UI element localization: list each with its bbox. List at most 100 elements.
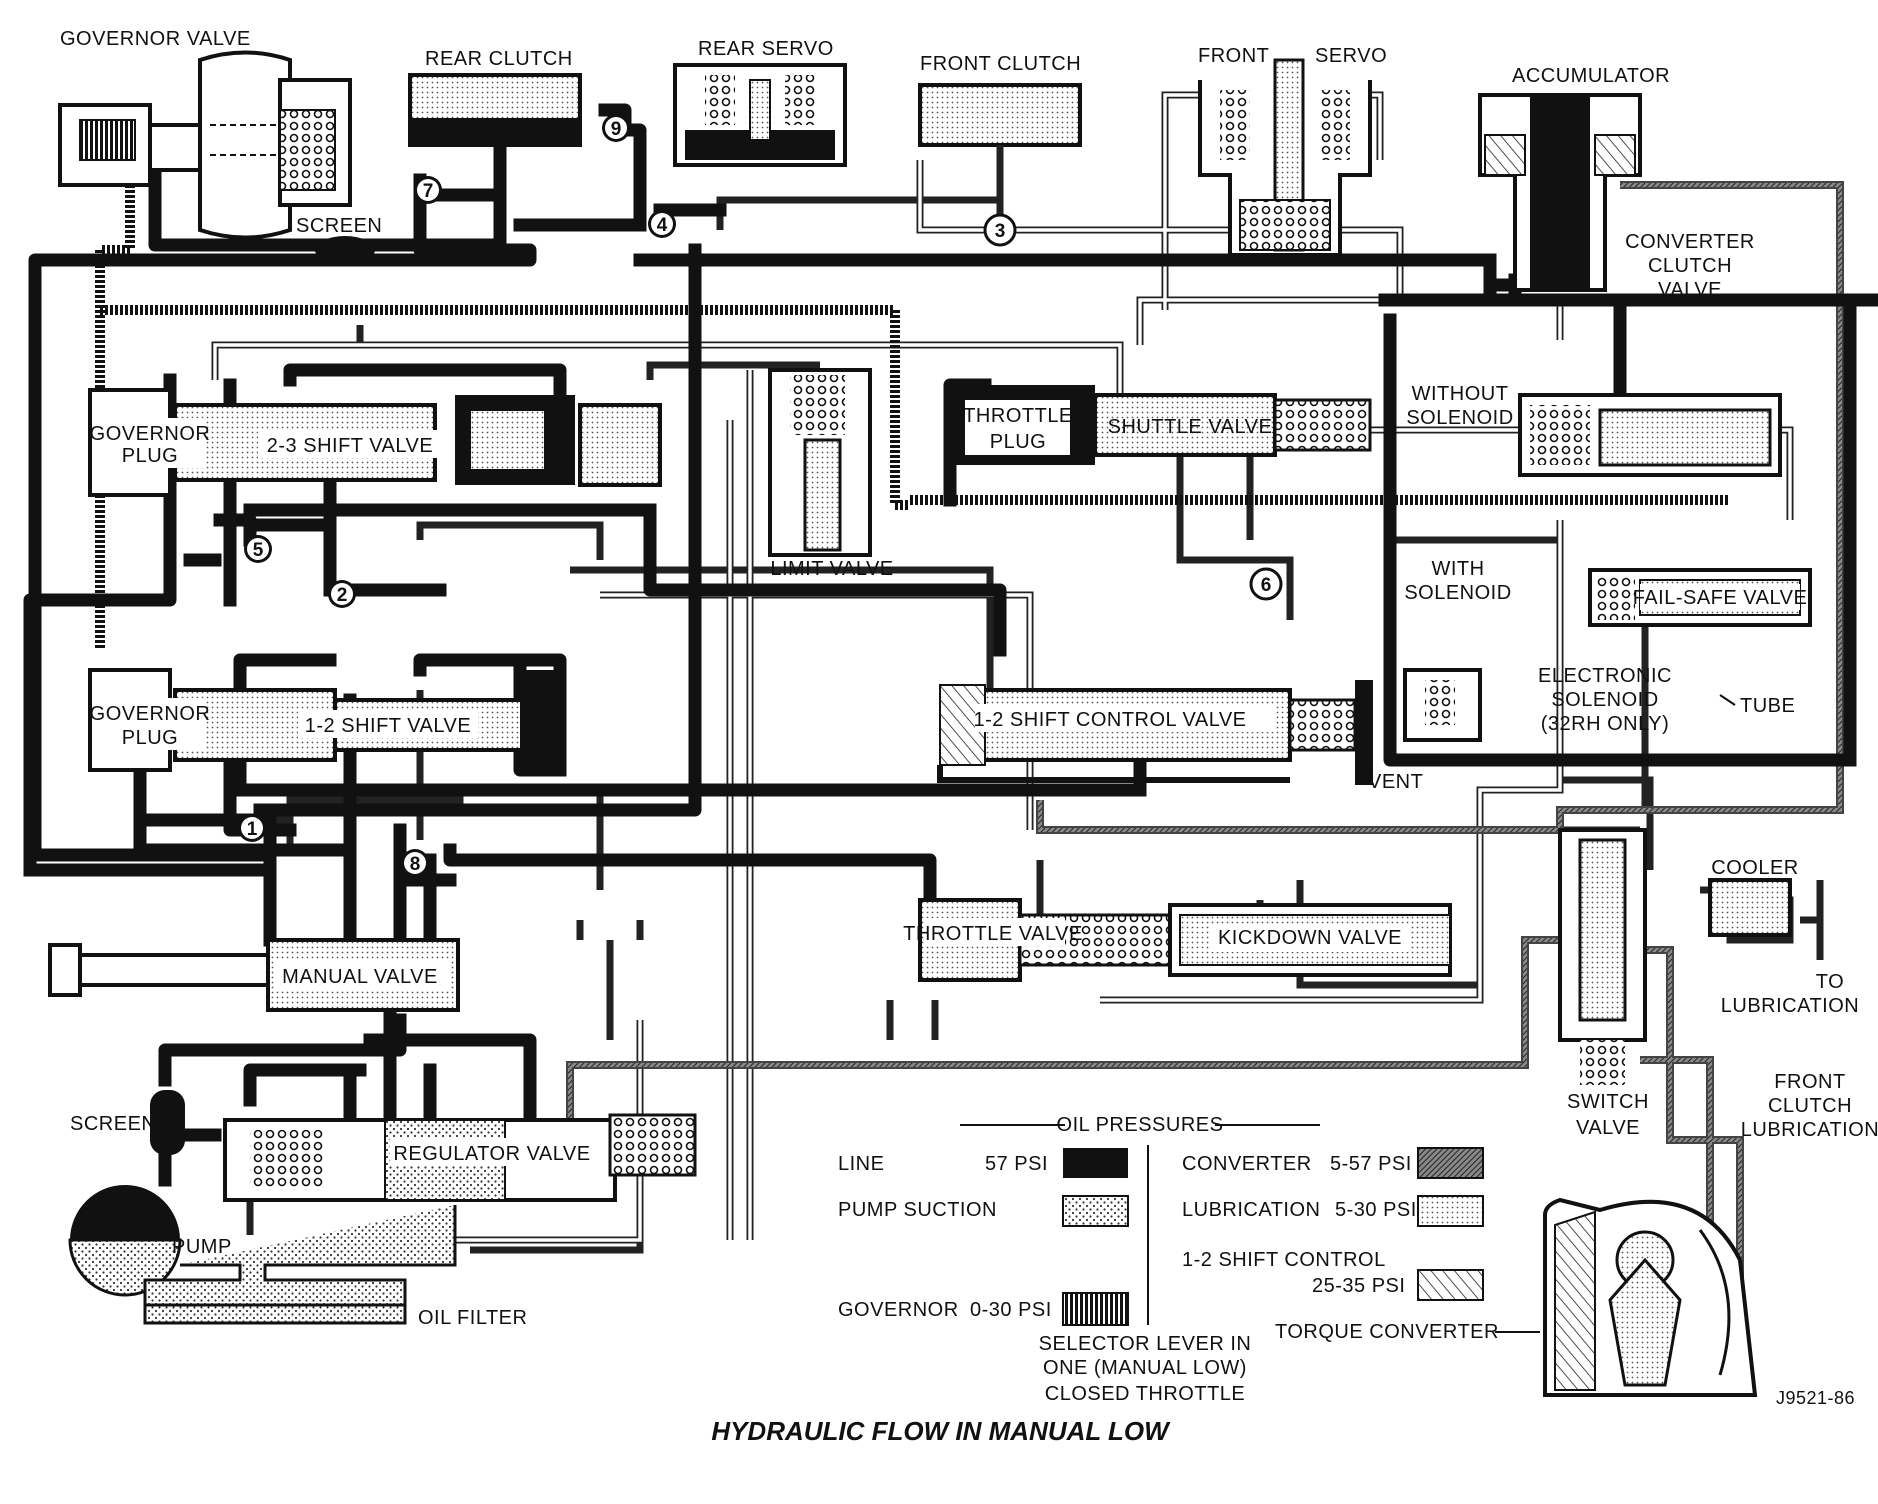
condition-line-1: SELECTOR LEVER IN bbox=[1039, 1333, 1252, 1355]
electronic-solenoid bbox=[1403, 668, 1482, 742]
label-shuttle-valve: SHUTTLE VALVE bbox=[1108, 416, 1273, 438]
svg-text:5: 5 bbox=[253, 540, 264, 561]
label-with-solenoid-2: SOLENOID bbox=[1404, 582, 1511, 604]
label-switch-valve-1: SWITCH bbox=[1567, 1091, 1649, 1113]
condition-line-3: CLOSED THROTTLE bbox=[1045, 1383, 1246, 1405]
governor-weights bbox=[79, 119, 136, 161]
circuit-marker-4: 4 bbox=[648, 210, 676, 238]
legend-shift-control-label: 1-2 SHIFT CONTROL bbox=[1182, 1249, 1386, 1271]
figure-id: J9521-86 bbox=[1776, 1388, 1855, 1408]
label-torque-converter: TORQUE CONVERTER bbox=[1275, 1321, 1499, 1343]
legend-governor-value: 0-30 PSI bbox=[970, 1299, 1052, 1321]
label-accumulator: ACCUMULATOR bbox=[1512, 65, 1670, 87]
legend-lubrication-value: 5-30 PSI bbox=[1335, 1199, 1417, 1221]
circuit-marker-3: 3 bbox=[983, 213, 1017, 247]
pump-top bbox=[70, 1185, 180, 1240]
circuit-marker-2: 2 bbox=[328, 580, 356, 608]
switch-valve bbox=[1558, 828, 1647, 1085]
svg-text:7: 7 bbox=[423, 181, 434, 202]
label-converter-clutch-1: CONVERTER bbox=[1625, 231, 1755, 253]
label-governor-plug-1b: PLUG bbox=[122, 445, 178, 467]
legend-line-label: LINE bbox=[838, 1153, 884, 1175]
label-switch-valve-2: VALVE bbox=[1576, 1117, 1640, 1139]
circuit-marker-1: 1 bbox=[238, 814, 266, 842]
svg-text:8: 8 bbox=[410, 854, 421, 875]
label-governor-plug-1a: GOVERNOR bbox=[90, 423, 211, 445]
label-without-solenoid-1: WITHOUT bbox=[1412, 383, 1509, 405]
pump-assembly bbox=[68, 1090, 457, 1325]
legend-heading: OIL PRESSURES bbox=[1057, 1114, 1224, 1136]
label-tube: TUBE bbox=[1740, 695, 1795, 717]
circuit-marker-9: 9 bbox=[602, 114, 630, 142]
oil-filter-body bbox=[143, 1303, 407, 1325]
label-throttle-plug-2: PLUG bbox=[990, 431, 1046, 453]
legend-governor-label: GOVERNOR bbox=[838, 1299, 959, 1321]
label-limit-valve: LIMIT VALVE bbox=[770, 558, 893, 580]
label-governor-valve: GOVERNOR VALVE bbox=[60, 28, 251, 50]
accumulator bbox=[1478, 93, 1642, 292]
screen-top bbox=[315, 236, 375, 264]
legend-suction-label: PUMP SUCTION bbox=[838, 1199, 997, 1221]
label-vent: VENT bbox=[1368, 771, 1423, 793]
front-servo bbox=[1198, 58, 1372, 257]
label-shift-12: 1-2 SHIFT VALVE bbox=[305, 715, 471, 737]
label-rear-clutch: REAR CLUTCH bbox=[425, 48, 573, 70]
legend-line-swatch bbox=[1063, 1148, 1128, 1178]
legend-converter-value: 5-57 PSI bbox=[1330, 1153, 1412, 1175]
label-front-clutch-lube-1: FRONT bbox=[1774, 1071, 1845, 1093]
shuttle-valve bbox=[955, 385, 1372, 465]
shift-control-valve-12 bbox=[937, 680, 1373, 785]
legend-suction-swatch bbox=[1062, 1195, 1129, 1227]
label-front-clutch: FRONT CLUTCH bbox=[920, 53, 1081, 75]
condition-line-2: ONE (MANUAL LOW) bbox=[1043, 1357, 1247, 1379]
label-electronic-solenoid-3: (32RH ONLY) bbox=[1541, 713, 1670, 735]
label-shift-23: 2-3 SHIFT VALVE bbox=[267, 435, 433, 457]
label-electronic-solenoid-1: ELECTRONIC bbox=[1538, 665, 1672, 687]
label-front-servo-1: FRONT bbox=[1198, 45, 1269, 67]
label-converter-clutch-2: CLUTCH bbox=[1648, 255, 1732, 277]
label-front-clutch-lube-2: CLUTCH bbox=[1768, 1095, 1852, 1117]
label-without-solenoid-2: SOLENOID bbox=[1406, 407, 1513, 429]
label-governor-plug-2b: PLUG bbox=[122, 727, 178, 749]
legend-lubrication-label: LUBRICATION bbox=[1182, 1199, 1320, 1221]
legend-shift-control-swatch bbox=[1417, 1269, 1484, 1301]
rear-clutch bbox=[408, 73, 582, 147]
label-governor-plug-2a: GOVERNOR bbox=[90, 703, 211, 725]
label-shift-control-12: 1-2 SHIFT CONTROL VALVE bbox=[973, 709, 1246, 731]
circuit-marker-6: 6 bbox=[1249, 567, 1283, 601]
circuit-marker-8: 8 bbox=[401, 849, 429, 877]
legend-line-value: 57 PSI bbox=[985, 1153, 1048, 1175]
label-manual-valve: MANUAL VALVE bbox=[282, 966, 438, 988]
governor-valve-assembly bbox=[58, 50, 352, 240]
legend-shift-control-value: 25-35 PSI bbox=[1312, 1275, 1405, 1297]
component-labels: GOVERNOR VALVE REAR CLUTCH REAR SERVO FR… bbox=[60, 28, 1878, 1343]
label-screen-bottom: SCREEN bbox=[70, 1113, 156, 1135]
label-front-servo-2: SERVO bbox=[1315, 45, 1387, 67]
front-clutch bbox=[918, 83, 1082, 220]
label-regulator-valve: REGULATOR VALVE bbox=[393, 1143, 590, 1165]
legend-governor-swatch bbox=[1062, 1292, 1129, 1326]
label-converter-clutch-3: VALVE bbox=[1658, 279, 1722, 301]
svg-text:2: 2 bbox=[337, 585, 348, 606]
legend-converter-label: CONVERTER bbox=[1182, 1153, 1312, 1175]
label-kickdown-valve: KICKDOWN VALVE bbox=[1218, 927, 1402, 949]
label-throttle-valve: THROTTLE VALVE bbox=[903, 923, 1083, 945]
label-to-lubrication-2: LUBRICATION bbox=[1721, 995, 1859, 1017]
circuit-marker-7: 7 bbox=[414, 176, 442, 204]
label-fail-safe-valve: FAIL-SAFE VALVE bbox=[1633, 587, 1808, 609]
label-with-solenoid-1: WITH bbox=[1431, 558, 1484, 580]
circuit-markers: 1 2 3 4 5 6 7 8 9 bbox=[238, 114, 1283, 877]
label-pump: PUMP bbox=[172, 1236, 232, 1258]
screen-bottom bbox=[150, 1090, 185, 1155]
label-rear-servo: REAR SERVO bbox=[698, 38, 834, 60]
limit-valve bbox=[768, 368, 872, 557]
label-oil-filter: OIL FILTER bbox=[418, 1307, 527, 1329]
output-shaft bbox=[198, 50, 292, 240]
label-electronic-solenoid-2: SOLENOID bbox=[1551, 689, 1658, 711]
legend-converter-swatch bbox=[1417, 1147, 1484, 1179]
legend-lubrication-swatch bbox=[1417, 1195, 1484, 1227]
svg-text:6: 6 bbox=[1261, 575, 1272, 596]
svg-text:4: 4 bbox=[657, 215, 668, 236]
rear-servo bbox=[673, 63, 847, 167]
